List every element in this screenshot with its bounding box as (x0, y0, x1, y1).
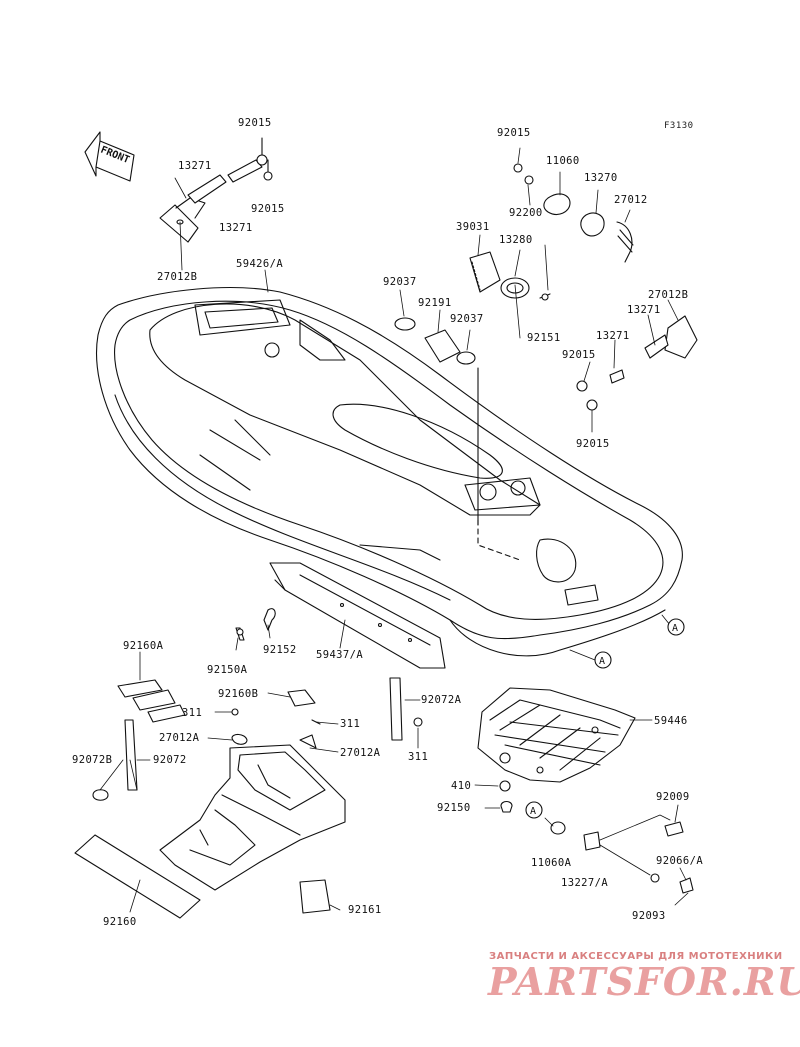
callout-a-2-label: A (599, 656, 605, 667)
part-label: 11060 (546, 155, 580, 167)
part-label: 13227/A (561, 877, 609, 889)
part-label: 13270 (584, 172, 618, 184)
callout-a-1-label: A (672, 623, 678, 634)
side-pad (269, 562, 446, 669)
part-label: 92072A (421, 694, 462, 706)
part-label: 39031 (456, 221, 490, 233)
part-label: 27012B (157, 271, 198, 283)
part-label: 13271 (219, 222, 253, 234)
part-label: 92015 (562, 349, 596, 361)
part-label: 92160B (218, 688, 259, 700)
part-label: 92015 (576, 438, 610, 450)
part-label: 59437/A (316, 649, 364, 661)
part-label: 27012A (340, 747, 381, 759)
hull-deck (96, 287, 683, 657)
part-label: 27012A (159, 732, 200, 744)
watermark-tagline: ЗАПЧАСТИ И АКСЕССУАРЫ ДЛЯ МОТОТЕХНИКИ (489, 951, 783, 962)
part-label: 92191 (418, 297, 452, 309)
part-label: 92037 (383, 276, 417, 288)
part-label: 92150 (437, 802, 471, 814)
watermark-logo: PARTSFOR.RU (488, 959, 800, 1004)
part-label: 92151 (527, 332, 561, 344)
part-label: 11060A (531, 857, 572, 869)
intake-grate (477, 687, 636, 783)
part-label: 92160A (123, 640, 164, 652)
part-label: 410 (451, 780, 472, 792)
part-label: 92015 (497, 127, 531, 139)
part-label: 92009 (656, 791, 690, 803)
part-label: 13280 (499, 234, 533, 246)
part-label: 59426/A (236, 258, 284, 270)
part-label: 92161 (348, 904, 382, 916)
part-label: 27012B (648, 289, 689, 301)
part-label: 92066/A (656, 855, 704, 867)
storage-tray (159, 744, 346, 891)
part-label: 92160 (103, 916, 137, 928)
callout-a-2 (594, 651, 612, 669)
part-label: 92072B (72, 754, 113, 766)
part-label: 92037 (450, 313, 484, 325)
hook-bracket-left (159, 197, 206, 243)
part-label: 92093 (632, 910, 666, 922)
part-label: 27012 (614, 194, 648, 206)
part-label: 311 (182, 707, 203, 719)
figure-code: F3130 (664, 121, 694, 131)
part-label: 92200 (509, 207, 543, 219)
callout-a-3 (525, 801, 543, 819)
front-arrow-icon (84, 131, 135, 182)
part-label: 92150A (207, 664, 248, 676)
part-label: 92015 (238, 117, 272, 129)
part-label: 92015 (251, 203, 285, 215)
part-label: 311 (408, 751, 429, 763)
part-label: 59446 (654, 715, 688, 727)
part-label: 92072 (153, 754, 187, 766)
part-label: 13271 (627, 304, 661, 316)
part-label: 311 (340, 718, 361, 730)
part-label: 92152 (263, 644, 297, 656)
callout-a-3-label: A (530, 806, 536, 817)
part-label: 13271 (178, 160, 212, 172)
callout-a-1 (667, 618, 685, 636)
part-label: 13271 (596, 330, 630, 342)
